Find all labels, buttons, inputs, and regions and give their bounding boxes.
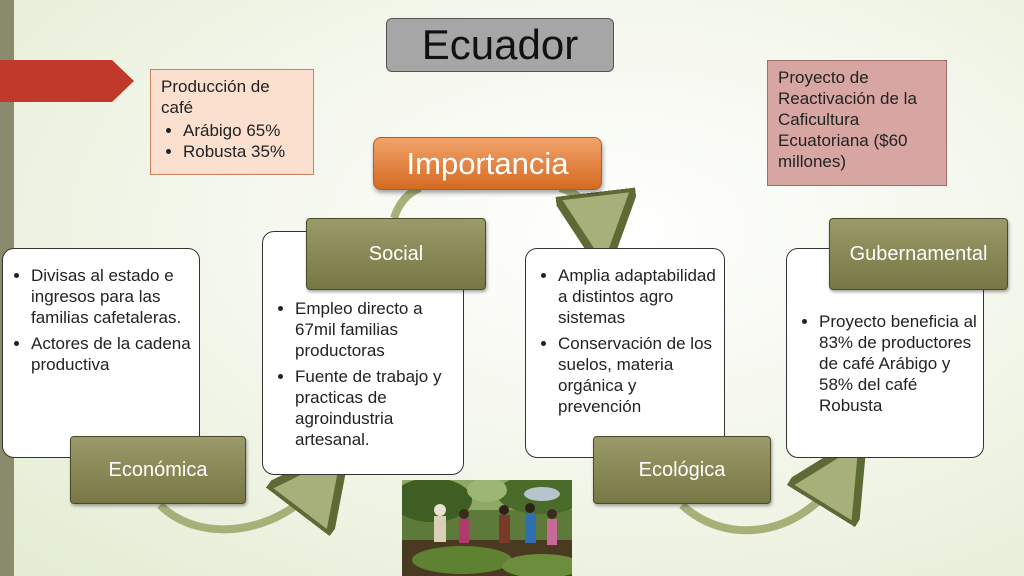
arrow-economica-to-social: [157, 480, 322, 529]
red-arrow-decoration: [0, 60, 134, 102]
production-note: Producción de café Arábigo 65% Robusta 3…: [150, 69, 314, 175]
label-gubernamental: Gubernamental: [829, 218, 1008, 290]
project-note: Proyecto de Reactivación de la Caficultu…: [767, 60, 947, 186]
label-social: Social: [306, 218, 486, 290]
arrow-importancia-to-ecologica: [560, 184, 600, 232]
card-economica: Divisas al estado e ingresos para las fa…: [2, 248, 200, 458]
label-ecologica: Ecológica: [593, 436, 771, 504]
label-economica: Económica: [70, 436, 246, 504]
page-title: Ecuador: [386, 18, 614, 72]
production-note-item: Robusta 35%: [183, 141, 303, 162]
production-note-heading: Producción de café: [161, 77, 270, 117]
card-ecologica-item: Amplia adaptabilidad a distintos agro si…: [558, 265, 718, 328]
card-social-item: Fuente de trabajo y practicas de agroind…: [295, 366, 455, 450]
importance-label: Importancia: [373, 137, 602, 190]
card-economica-item: Actores de la cadena productiva: [31, 333, 193, 375]
card-gubernamental-item: Proyecto beneficia al 83% de productores…: [819, 311, 977, 416]
arrow-ecologica-to-gubernamental: [679, 472, 842, 535]
arrow-social-to-importancia: [390, 184, 422, 220]
card-economica-item: Divisas al estado e ingresos para las fa…: [31, 265, 193, 328]
production-note-item: Arábigo 65%: [183, 120, 303, 141]
card-social-item: Empleo directo a 67mil familias producto…: [295, 298, 455, 361]
card-ecologica: Amplia adaptabilidad a distintos agro si…: [525, 248, 725, 458]
coffee-farmers-photo: [402, 480, 572, 576]
card-ecologica-item: Conservación de los suelos, materia orgá…: [558, 333, 718, 417]
